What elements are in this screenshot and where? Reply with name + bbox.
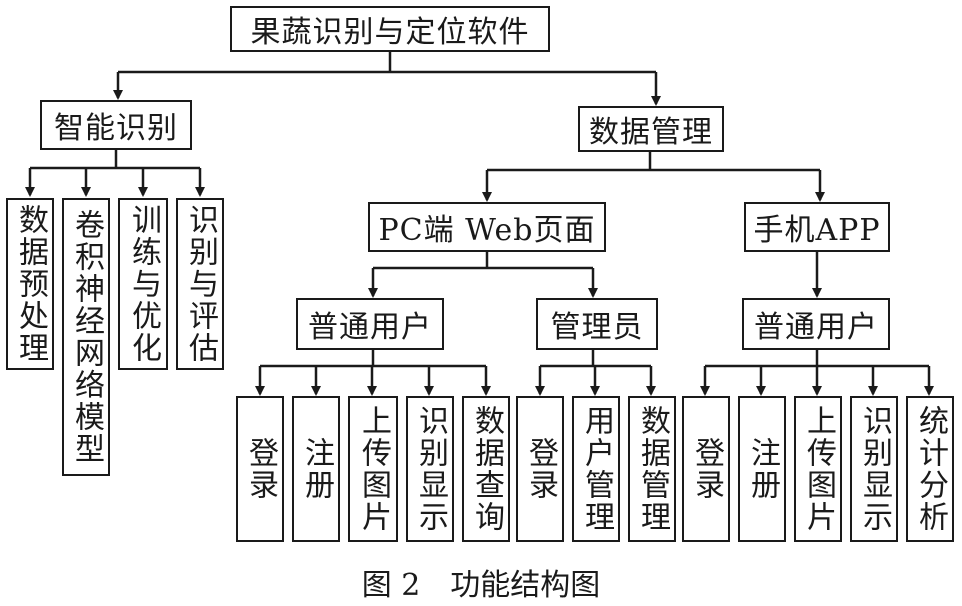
node-web-user-recognize: 识别显示 xyxy=(406,396,454,542)
node-data-mgmt: 数据管理 xyxy=(578,106,724,152)
node-web-user-login: 登录 xyxy=(236,396,284,542)
connector-app-user xyxy=(705,350,929,368)
node-app-user-upload: 上传图片 xyxy=(794,396,842,542)
node-app: 手机APP xyxy=(744,202,890,252)
node-web-user-upload: 上传图片 xyxy=(348,396,398,542)
node-app-user-register: 注册 xyxy=(738,396,786,542)
node-admin-user-mgmt: 用户管理 xyxy=(572,396,620,542)
node-evaluation: 识别与评估 xyxy=(176,198,224,370)
node-app-user-login: 登录 xyxy=(682,396,730,542)
node-admin-login: 登录 xyxy=(516,396,564,542)
figure-caption: 图 2 功能结构图 xyxy=(361,568,601,603)
connector-root xyxy=(118,50,656,74)
connector-web-user xyxy=(260,350,486,368)
node-web-user-query: 数据查询 xyxy=(462,396,510,542)
node-app-user-stats: 统计分析 xyxy=(906,396,954,542)
node-web: PC端 Web页面 xyxy=(368,202,606,252)
connector-smart-id xyxy=(30,150,200,170)
node-web-user: 普通用户 xyxy=(296,298,444,350)
node-admin-data-mgmt: 数据管理 xyxy=(628,396,676,542)
connector-web xyxy=(373,252,593,270)
node-cnn-model: 卷积神经网络模型 xyxy=(62,198,110,476)
node-smart-id: 智能识别 xyxy=(40,100,192,150)
node-web-admin: 管理员 xyxy=(536,298,658,350)
connector-web-admin xyxy=(540,350,651,368)
node-training: 训练与优化 xyxy=(118,198,168,370)
node-preprocess: 数据预处理 xyxy=(6,198,54,370)
node-app-user: 普通用户 xyxy=(742,298,890,350)
node-root: 果蔬识别与定位软件 xyxy=(230,6,550,52)
connector-data-mgmt xyxy=(487,152,820,172)
node-app-user-recognize: 识别显示 xyxy=(850,396,898,542)
node-web-user-register: 注册 xyxy=(292,396,340,542)
